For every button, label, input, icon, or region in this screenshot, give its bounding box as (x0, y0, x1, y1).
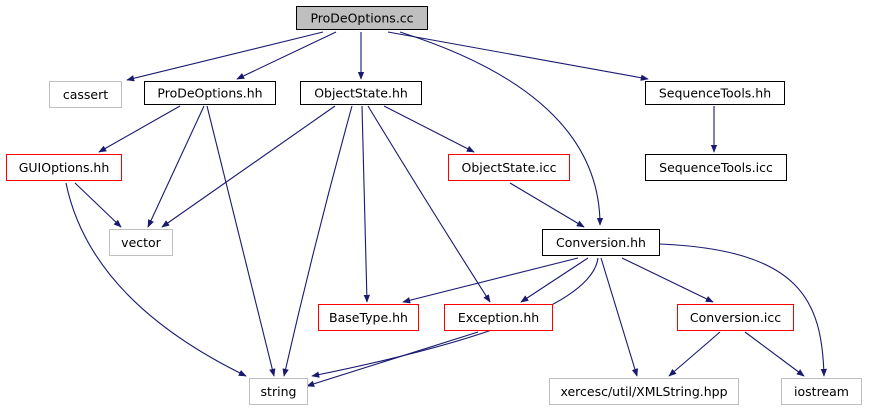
node-label-string: string (261, 384, 297, 399)
edge-objectstate-hh-to-basetype-hh (361, 105, 371, 303)
node-conversion-hh[interactable]: Conversion.hh (542, 229, 660, 256)
node-label-conversion-icc: Conversion.icc (690, 310, 781, 325)
node-box-objectstate-icc (448, 154, 570, 181)
node-label-guioptions-hh: GUIOptions.hh (19, 160, 110, 175)
edge-prodeoptions-cc-to-prodeoptions-hh (236, 31, 337, 80)
node-box-conversion-icc (677, 304, 794, 331)
edge-objectstate-hh-to-exception-hh (367, 105, 491, 303)
node-box-guioptions-hh (6, 154, 122, 181)
node-string: string (249, 378, 308, 405)
node-vector: vector (109, 229, 173, 256)
edge-guioptions-hh-to-vector (74, 182, 122, 228)
node-iostream: iostream (781, 378, 862, 405)
node-label-sequencetools-icc: SequenceTools.icc (659, 160, 773, 175)
node-box-basetype-hh (318, 304, 419, 331)
edge-objectstate-hh-to-objectstate-icc (383, 105, 475, 153)
node-objectstate-icc[interactable]: ObjectState.icc (448, 154, 570, 181)
node-basetype-hh[interactable]: BaseType.hh (318, 304, 419, 331)
node-box-sequencetools-hh (645, 81, 785, 105)
node-box-exception-hh (444, 304, 553, 331)
edge-objectstate-icc-to-conversion-hh (509, 182, 585, 228)
edge-conversion-hh-to-conversion-icc (621, 257, 714, 303)
edge-prodeoptions-hh-to-vector (147, 105, 205, 228)
node-label-conversion-hh: Conversion.hh (556, 235, 646, 250)
node-box-sequencetools-icc (645, 154, 787, 181)
node-box-xmlstring-hpp (549, 378, 739, 405)
node-label-basetype-hh: BaseType.hh (329, 310, 408, 325)
node-box-prodeoptions-hh (144, 81, 276, 105)
node-guioptions-hh[interactable]: GUIOptions.hh (6, 154, 122, 181)
node-label-exception-hh: Exception.hh (458, 310, 539, 325)
node-prodeoptions-cc[interactable]: ProDeOptions.cc (296, 6, 428, 30)
node-box-iostream (781, 378, 862, 405)
edge-prodeoptions-hh-to-guioptions-hh (98, 105, 181, 153)
node-label-cassert: cassert (63, 87, 108, 102)
node-box-vector (109, 229, 173, 256)
edge-conversion-hh-to-exception-hh (520, 257, 589, 303)
node-conversion-icc[interactable]: Conversion.icc (677, 304, 794, 331)
edge-prodeoptions-cc-to-conversion-hh (399, 31, 604, 226)
node-box-string (249, 378, 308, 405)
node-label-xmlstring-hpp: xercesc/util/XMLString.hpp (560, 384, 727, 399)
node-label-prodeoptions-hh: ProDeOptions.hh (157, 86, 262, 101)
edge-guioptions-hh-to-string (65, 182, 247, 377)
node-box-prodeoptions-cc (296, 6, 428, 30)
node-prodeoptions-hh[interactable]: ProDeOptions.hh (144, 81, 276, 105)
node-box-objectstate-hh (300, 81, 422, 105)
node-label-vector: vector (121, 235, 162, 250)
edge-exception-hh-to-string (306, 331, 479, 387)
edge-prodeoptions-cc-to-sequencetools-hh (387, 31, 649, 81)
node-exception-hh[interactable]: Exception.hh (444, 304, 553, 331)
node-box-conversion-hh (542, 229, 660, 256)
edge-prodeoptions-cc-to-cassert (126, 31, 324, 82)
edge-conversion-hh-to-basetype-hh (402, 257, 579, 304)
node-label-objectstate-hh: ObjectState.hh (314, 86, 408, 101)
edge-conversion-icc-to-xmlstring-hpp (668, 331, 721, 377)
edge-objectstate-hh-to-vector (161, 105, 336, 228)
node-sequencetools-hh[interactable]: SequenceTools.hh (645, 81, 785, 105)
node-cassert: cassert (49, 81, 122, 108)
node-label-iostream: iostream (794, 384, 849, 399)
node-label-sequencetools-hh: SequenceTools.hh (659, 86, 771, 101)
edge-objectstate-hh-to-string (282, 105, 353, 377)
node-label-objectstate-icc: ObjectState.icc (462, 160, 557, 175)
node-xmlstring-hpp: xercesc/util/XMLString.hpp (549, 378, 739, 405)
edge-conversion-hh-to-xmlstring-hpp (600, 257, 638, 377)
edge-layer (65, 31, 828, 387)
edge-conversion-icc-to-iostream (744, 331, 805, 377)
node-sequencetools-icc[interactable]: SequenceTools.icc (645, 154, 787, 181)
node-objectstate-hh[interactable]: ObjectState.hh (300, 81, 422, 105)
edge-prodeoptions-hh-to-string (206, 105, 276, 377)
edge-conversion-hh-to-iostream (659, 243, 828, 377)
node-box-cassert (49, 81, 122, 108)
node-label-prodeoptions-cc: ProDeOptions.cc (310, 11, 413, 26)
